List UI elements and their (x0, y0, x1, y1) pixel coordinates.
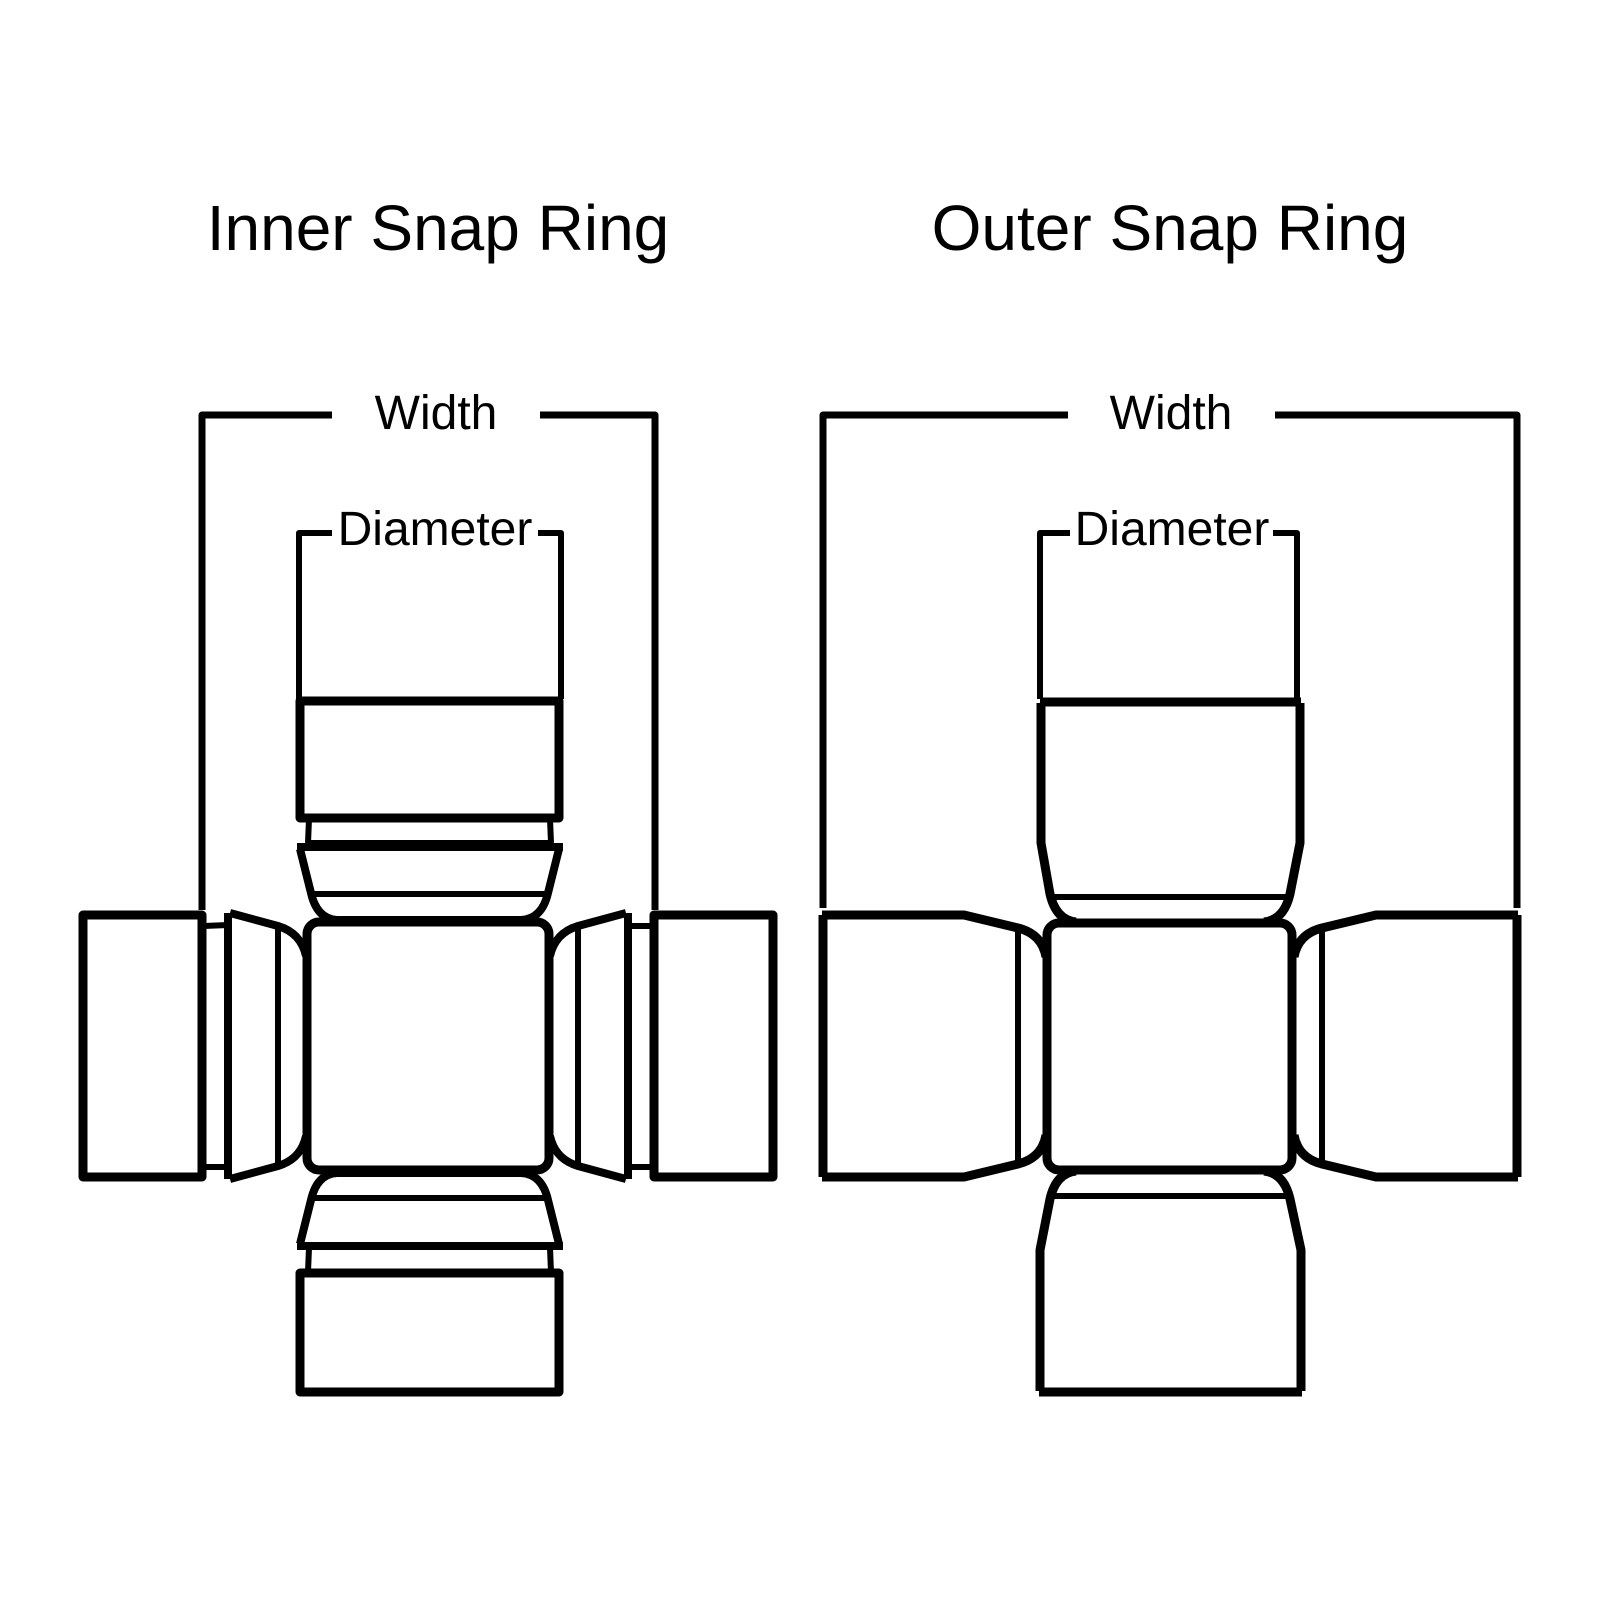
inner-diameter-bracket (296, 530, 564, 699)
outer-bottom-bearing-cap (1035, 1166, 1306, 1397)
outer-width-bracket (819, 411, 1521, 908)
inner-width-label: Width (374, 387, 498, 440)
outer-diameter-label: Diameter (1074, 503, 1270, 556)
outer-left-bearing-cap (818, 910, 1051, 1182)
outer-top-bearing-cap (1036, 697, 1305, 927)
inner-left-bearing-cap (78, 909, 310, 1183)
inner-diagram-title: Inner Snap Ring (206, 192, 670, 264)
outer-right-bearing-cap (1289, 910, 1522, 1182)
outer-width-label: Width (1109, 387, 1233, 440)
inner-width-bracket (198, 411, 659, 910)
inner-center-body (302, 917, 554, 1175)
inner-diameter-label: Diameter (337, 503, 533, 556)
inner-snap-ring-drawing (78, 411, 778, 1397)
outer-diagram-title: Outer Snap Ring (931, 192, 1409, 264)
outer-diameter-bracket (1037, 530, 1300, 699)
outer-center-body (1042, 918, 1297, 1175)
outer-snap-ring-drawing (818, 411, 1522, 1397)
inner-bottom-bearing-cap (295, 1169, 564, 1397)
inner-right-bearing-cap (546, 909, 778, 1183)
inner-top-bearing-cap (295, 696, 564, 924)
